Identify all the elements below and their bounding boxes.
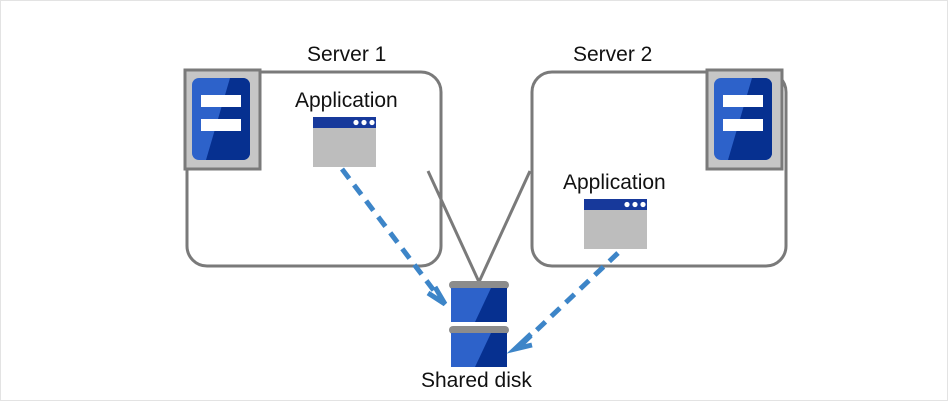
app-window-dot	[353, 119, 359, 126]
dataflow-arrow-server1	[340, 167, 448, 307]
app-window-dot	[624, 201, 630, 208]
application-window-icon[interactable]	[584, 199, 647, 249]
disk-unit-lower	[451, 333, 507, 367]
disk-cap-bar	[449, 281, 509, 289]
disk-unit-upper	[451, 288, 507, 322]
arrowhead	[506, 332, 533, 354]
connector-group	[426, 170, 532, 283]
disk-stack-icon[interactable]	[449, 281, 509, 367]
server2-box[interactable]	[530, 70, 788, 268]
connector-server1-to-disk	[426, 170, 481, 283]
server1-icon-group	[183, 68, 262, 171]
app-window-dot	[640, 201, 646, 208]
server1-application-label: Application	[295, 89, 398, 112]
disk-cap-bar	[449, 326, 509, 334]
application-window-icon[interactable]	[313, 117, 376, 167]
server-icon	[192, 78, 250, 160]
server-icon-bar-top	[723, 95, 763, 107]
server-icon-bar-bottom	[723, 119, 763, 131]
arrowhead	[426, 285, 448, 307]
server2-label: Server 2	[573, 43, 653, 66]
server2-application-label: Application	[563, 171, 666, 194]
shared-disk-label: Shared disk	[421, 369, 532, 392]
dataflow-arrow-server2	[506, 251, 620, 354]
app-window-dot	[632, 201, 638, 208]
server2-icon-group	[705, 68, 784, 171]
app-window-titlebar	[584, 199, 647, 210]
server-icon-bar-bottom	[201, 119, 241, 131]
server-icon	[714, 78, 772, 160]
app-window-dot	[369, 119, 375, 126]
app-window-titlebar	[313, 117, 376, 128]
app-window-dot	[361, 119, 367, 126]
server-icon-bar-top	[201, 95, 241, 107]
connector-server2-to-disk	[477, 170, 532, 283]
server1-label: Server 1	[307, 43, 387, 66]
